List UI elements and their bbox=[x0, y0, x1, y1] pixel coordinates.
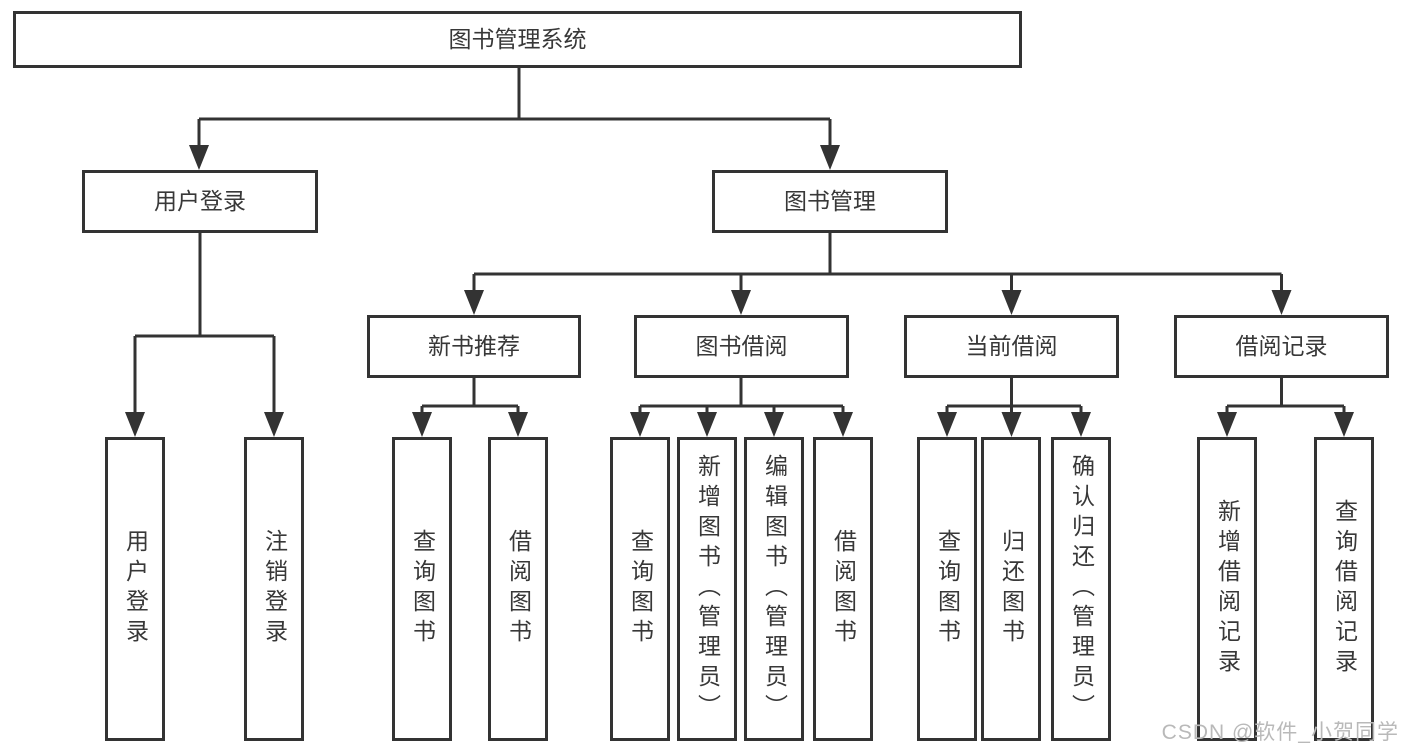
leaf-borrow-book-1: 借阅图书 bbox=[488, 437, 548, 741]
leaf-add-book-admin-label: 新增图书（管理员） bbox=[694, 454, 721, 724]
leaf-return-book-label: 归还图书 bbox=[998, 529, 1025, 649]
node-book-borrow: 图书借阅 bbox=[634, 315, 849, 378]
node-current-borrow: 当前借阅 bbox=[904, 315, 1119, 378]
node-root: 图书管理系统 bbox=[13, 11, 1022, 68]
leaf-confirm-return-admin: 确认归还（管理员） bbox=[1051, 437, 1111, 741]
leaf-borrow-book-1-label: 借阅图书 bbox=[505, 529, 532, 649]
node-new-book-recommend: 新书推荐 bbox=[367, 315, 581, 378]
leaf-query-book-3-label: 查询图书 bbox=[934, 529, 961, 649]
leaf-add-borrow-record-label: 新增借阅记录 bbox=[1214, 499, 1241, 679]
node-user-login: 用户登录 bbox=[82, 170, 318, 233]
node-book-management-label: 图书管理 bbox=[784, 187, 876, 214]
node-borrow-records: 借阅记录 bbox=[1174, 315, 1389, 378]
watermark: CSDN @软件_小贺同学 bbox=[1161, 721, 1399, 744]
node-borrow-records-label: 借阅记录 bbox=[1235, 332, 1328, 359]
leaf-borrow-book-2-label: 借阅图书 bbox=[830, 529, 857, 649]
node-root-label: 图书管理系统 bbox=[448, 25, 587, 52]
leaf-query-book-1: 查询图书 bbox=[392, 437, 452, 741]
leaf-confirm-return-admin-label: 确认归还（管理员） bbox=[1068, 454, 1095, 724]
leaf-query-book-2: 查询图书 bbox=[610, 437, 670, 741]
leaf-edit-book-admin-label: 编辑图书（管理员） bbox=[761, 454, 788, 724]
leaf-query-book-1-label: 查询图书 bbox=[409, 529, 436, 649]
leaf-add-book-admin: 新增图书（管理员） bbox=[677, 437, 737, 741]
leaf-logout: 注销登录 bbox=[244, 437, 304, 741]
leaf-query-book-2-label: 查询图书 bbox=[627, 529, 654, 649]
node-current-borrow-label: 当前借阅 bbox=[965, 332, 1058, 359]
leaf-query-borrow-record: 查询借阅记录 bbox=[1314, 437, 1374, 741]
leaf-user-login-label: 用户登录 bbox=[122, 529, 149, 649]
node-new-book-recommend-label: 新书推荐 bbox=[428, 332, 520, 359]
leaf-query-borrow-record-label: 查询借阅记录 bbox=[1331, 499, 1358, 679]
leaf-add-borrow-record: 新增借阅记录 bbox=[1197, 437, 1257, 741]
leaf-user-login: 用户登录 bbox=[105, 437, 165, 741]
node-book-management: 图书管理 bbox=[712, 170, 948, 233]
node-book-borrow-label: 图书借阅 bbox=[695, 332, 788, 359]
leaf-query-book-3: 查询图书 bbox=[917, 437, 977, 741]
leaf-edit-book-admin: 编辑图书（管理员） bbox=[744, 437, 804, 741]
leaf-return-book: 归还图书 bbox=[981, 437, 1041, 741]
leaf-borrow-book-2: 借阅图书 bbox=[813, 437, 873, 741]
leaf-logout-label: 注销登录 bbox=[261, 529, 288, 649]
node-user-login-label: 用户登录 bbox=[154, 187, 246, 214]
